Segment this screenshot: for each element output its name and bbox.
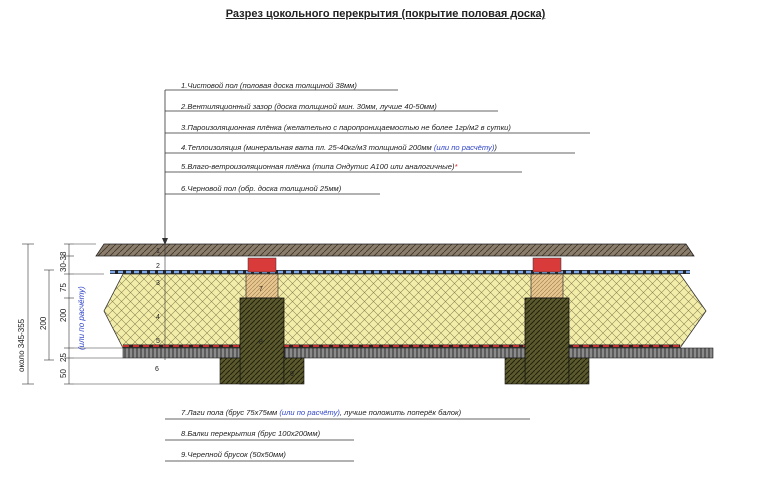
dimension-d2: 75: [59, 283, 68, 292]
dimension-d1: 30-38: [59, 251, 68, 272]
lag-right: [530, 273, 564, 299]
layer-number-6: 6: [155, 366, 159, 373]
callout-4: 4.Теплоизоляция (минеральная вата пл. 25…: [181, 143, 497, 152]
dimension-lines: [22, 243, 220, 385]
callout-3: 3.Пароизоляционная плёнка (желательно с …: [181, 123, 511, 132]
cranial-bar-right-b: [568, 357, 590, 385]
callout-8: 8.Балки перекрытия (брус 100x200мм): [181, 429, 321, 438]
beam-left: [239, 297, 285, 385]
cranial-bar-left-b: [283, 357, 305, 385]
part-number-beam: 8: [259, 339, 263, 346]
finish-floor-board: [95, 243, 695, 257]
ventilation-gap: [123, 256, 680, 272]
layer-number-column: 1 2 3 4 5 6: [155, 244, 166, 373]
rough-floor: [122, 347, 714, 359]
callout-arrow-icon: [162, 238, 168, 245]
layer-number-2: 2: [156, 263, 160, 270]
callout-7: 7.Лаги пола (брус 75x75мм (или по расчёт…: [181, 408, 462, 417]
layer-number-1: 1: [156, 248, 160, 255]
callout-leaders: [164, 89, 590, 462]
part-number-lag: 7: [259, 286, 263, 293]
layer-number-3: 3: [156, 280, 160, 287]
diagram-title: Разрез цокольного перекрытия (покрытие п…: [225, 8, 546, 20]
cranial-bar-right-a: [504, 357, 526, 385]
dimension-total-note: (или по расчёту): [77, 286, 86, 350]
dimension-total: около 345-355: [17, 318, 26, 372]
dimension-d5: 50: [59, 369, 68, 378]
dimension-d4: 200: [39, 316, 48, 330]
dimension-d3: 200: [59, 308, 68, 322]
callout-2: 2.Вентиляционный зазор (доска толщиной м…: [180, 102, 437, 111]
layer-number-4: 4: [156, 314, 160, 321]
batten-left: [247, 257, 277, 273]
callout-5: 5.Влаго-ветроизоляционная плёнка (типа О…: [181, 162, 459, 171]
batten-right: [532, 257, 562, 273]
callout-6: 6.Черновой пол (обр. доска толщиной 25мм…: [181, 184, 342, 193]
part-number-cranial: 9: [290, 371, 294, 378]
lag-left: [245, 273, 279, 299]
layer-number-5: 5: [156, 338, 160, 345]
callout-1: 1.Чистовой пол (половая доска толщиной 3…: [181, 81, 357, 90]
insulation-layer: [103, 273, 707, 349]
dimension-d6: 25: [59, 353, 68, 362]
beam-right: [524, 297, 570, 385]
callout-9: 9.Черепной брусок (50x50мм): [181, 450, 286, 459]
cranial-bar-left-a: [219, 357, 241, 385]
